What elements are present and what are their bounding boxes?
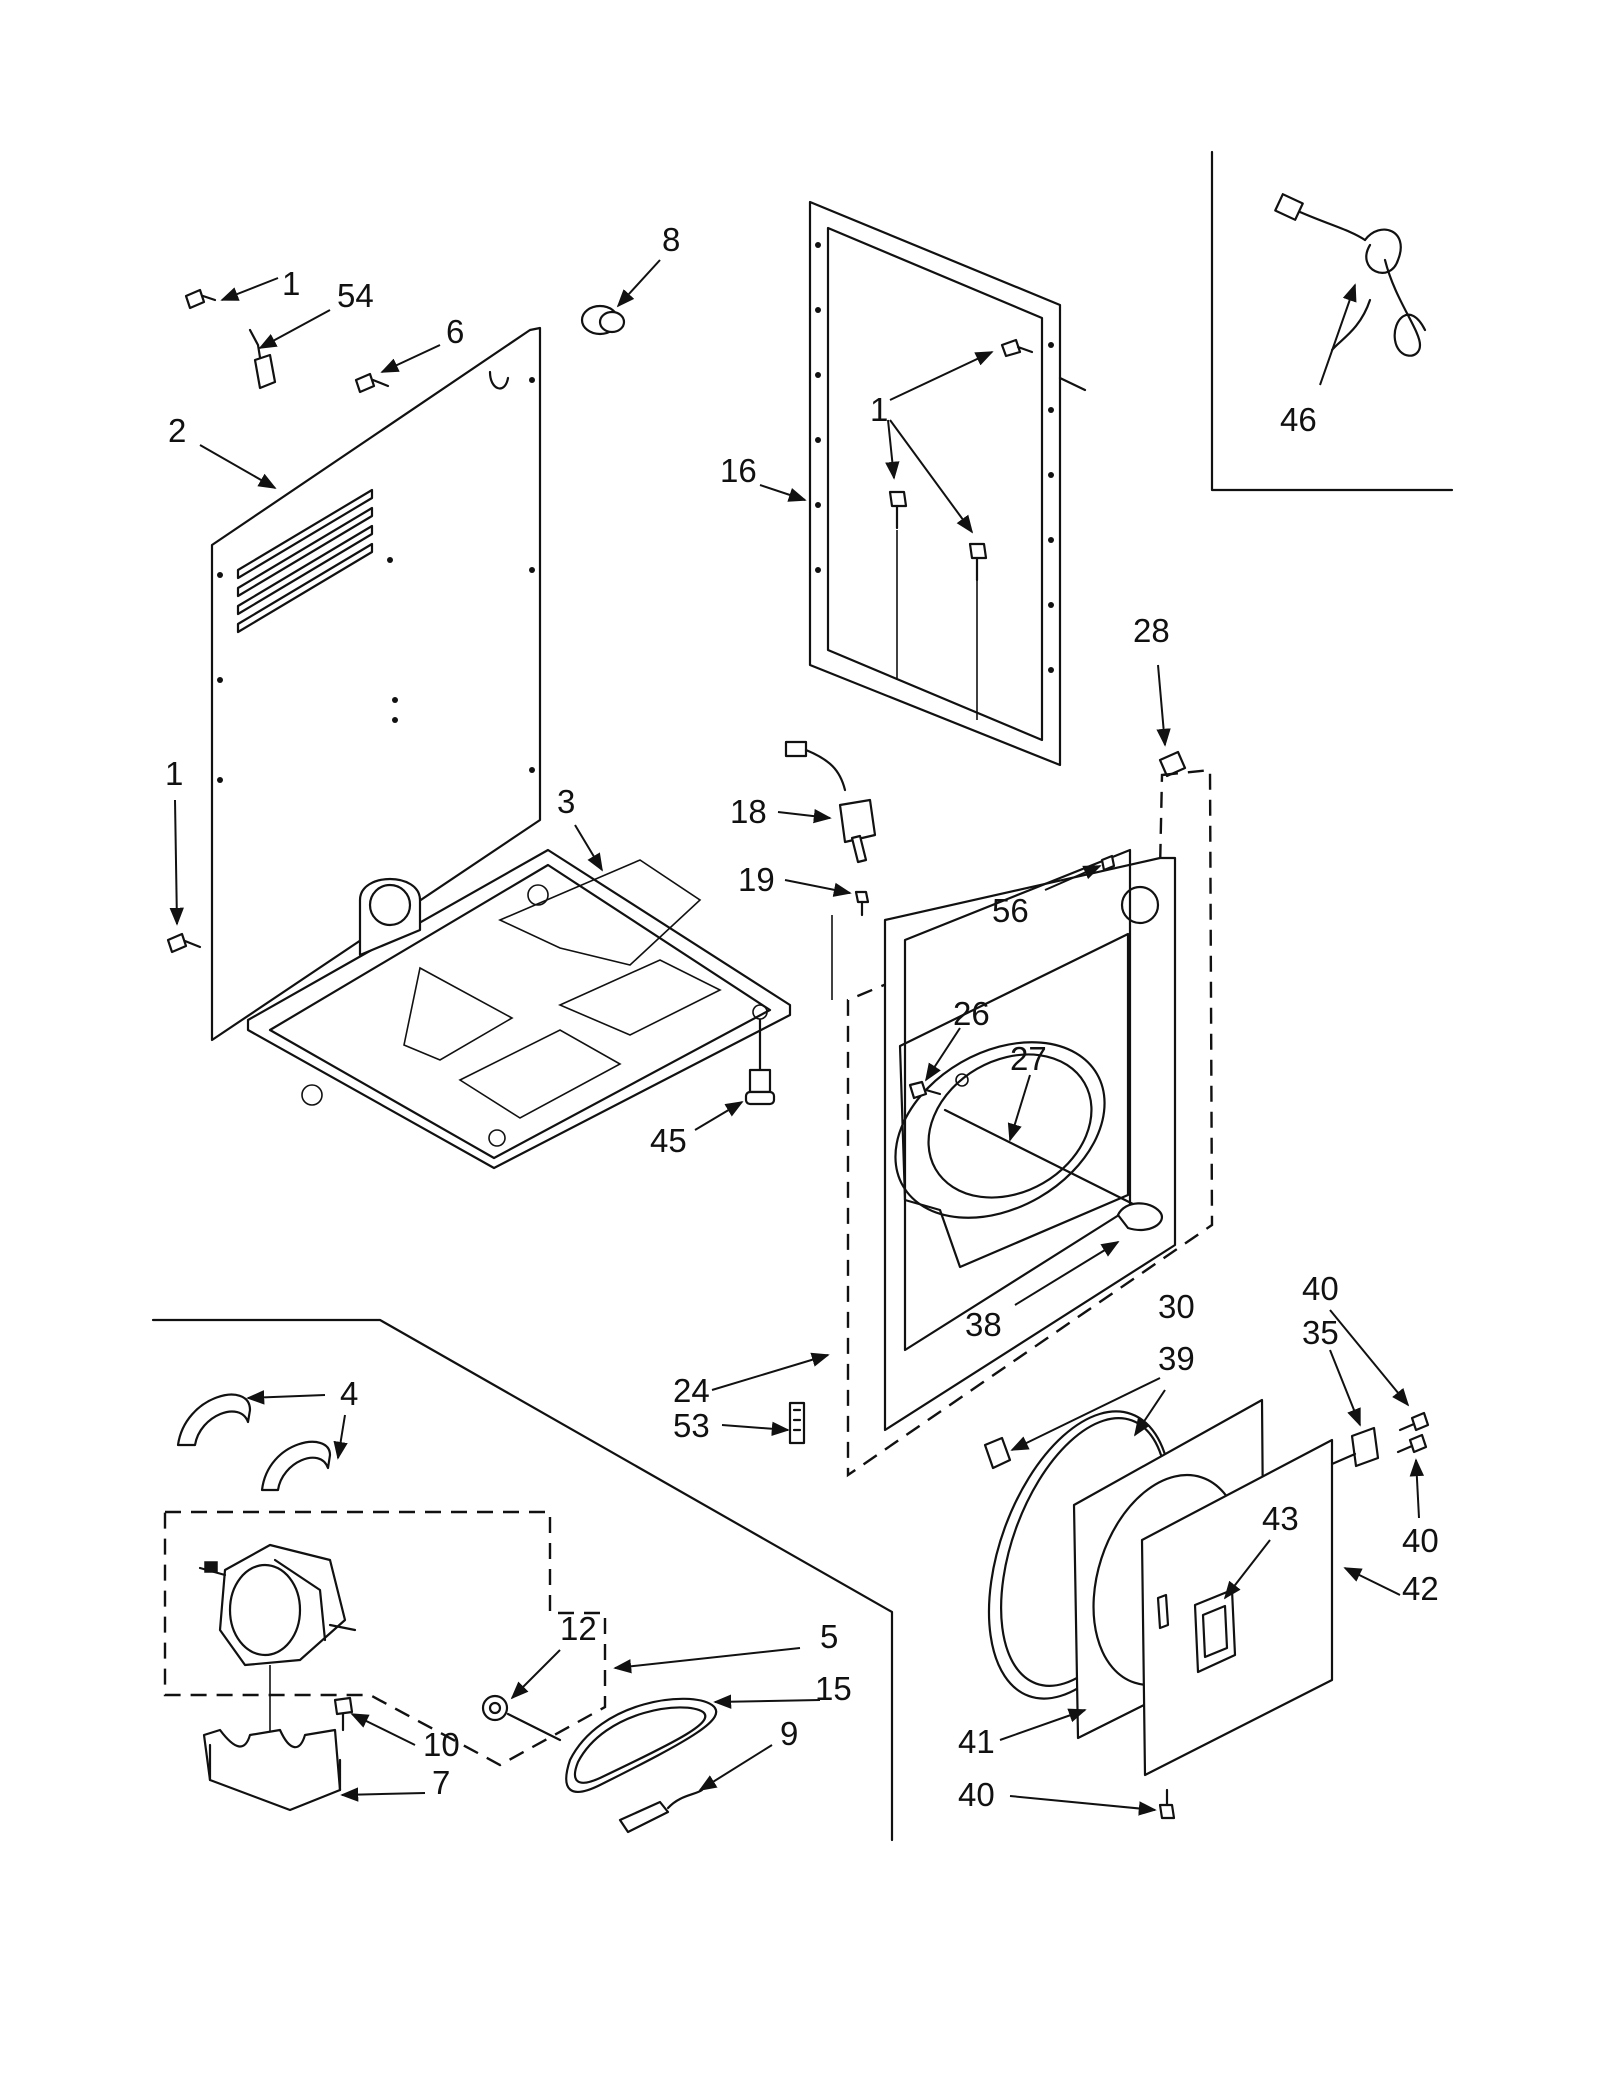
callout-38: 38 [965,1306,1002,1343]
door-screws-40 [1158,1411,1430,1820]
callout-56: 56 [992,892,1029,929]
screw-10 [333,1696,354,1732]
callout-40-upper: 40 [1302,1270,1339,1307]
callout-28: 28 [1133,612,1170,649]
callout-24: 24 [673,1372,710,1409]
motor [198,1543,357,1740]
callout-35: 35 [1302,1314,1339,1351]
door-hinge-30 [983,1436,1012,1470]
leader-arrows [169,259,1425,1816]
callout-42: 42 [1402,1570,1439,1607]
motor-assembly-outline [163,1510,607,1767]
callout-2: 2 [168,412,186,449]
callout-1-upper: 1 [282,265,300,302]
callout-45: 45 [650,1122,687,1159]
callout-15: 15 [815,1670,852,1707]
screw-6 [354,372,390,394]
callout-40-bottom: 40 [958,1776,995,1813]
door-switch [784,740,877,864]
base [246,848,792,1170]
callout-39: 39 [1158,1340,1195,1377]
hole-plug [580,304,626,336]
callout-18: 18 [730,793,767,830]
callout-5: 5 [820,1618,838,1655]
callout-43: 43 [1262,1500,1299,1537]
callout-30: 30 [1158,1288,1195,1325]
callout-40-right: 40 [1402,1522,1439,1559]
pulley [481,1694,562,1742]
callout-53: 53 [673,1407,710,1444]
motor-clamps [176,1393,332,1492]
door-catch [1116,1202,1163,1231]
drive-belt [565,1697,718,1793]
callout-19: 19 [738,861,775,898]
callout-26: 26 [953,995,990,1032]
drum-opening-ring [894,1041,1147,1219]
callout-27: 27 [1010,1040,1047,1077]
callout-9: 9 [780,1715,798,1752]
callout-8: 8 [662,221,680,258]
callout-4: 4 [340,1375,358,1412]
callout-6: 6 [446,313,464,350]
callout-16: 16 [720,452,757,489]
clip-28 [1158,750,1187,778]
top-frame [808,200,1087,767]
power-cord [1274,193,1427,357]
screw-19 [831,890,870,1000]
callout-3: 3 [557,783,575,820]
callout-10: 10 [423,1726,460,1763]
callout-labels: 1 54 6 8 2 16 1 46 1 3 28 18 19 56 26 27… [165,221,1439,1813]
callout-1-frame: 1 [870,391,888,428]
frame-screws [888,338,1034,720]
hinge-35 [1330,1426,1380,1468]
outer-door [1140,1438,1334,1777]
callout-41: 41 [958,1723,995,1760]
callout-54: 54 [337,277,374,314]
callout-7: 7 [432,1764,450,1801]
rear-panel [210,326,542,1042]
motor-mount [202,1728,342,1812]
lower-section-divider [151,1318,894,1842]
power-cord-inset-frame [1210,150,1454,492]
callout-1-lower: 1 [165,755,183,792]
clip-54 [248,328,277,390]
screw-1-upper [184,288,217,310]
idler-assembly [618,1788,704,1834]
hinge-53 [788,1401,806,1445]
screw-1-lower [166,932,202,954]
callout-46: 46 [1280,401,1317,438]
callout-12: 12 [560,1610,597,1647]
leveling-leg [744,1018,776,1106]
